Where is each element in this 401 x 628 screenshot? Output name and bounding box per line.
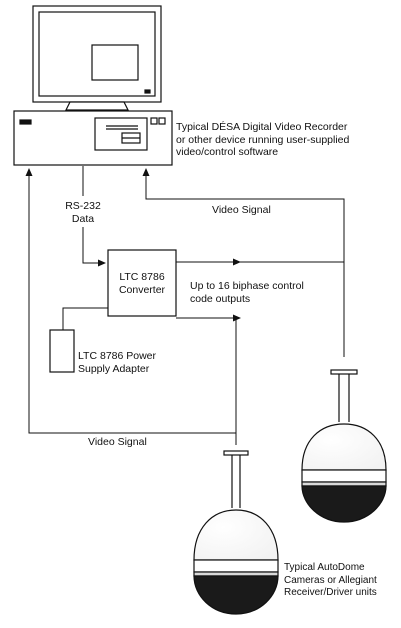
dvr-label: Typical DÉSA Digital Video Recorder or o…	[176, 121, 350, 158]
rs232-label: RS-232 Data	[60, 200, 106, 225]
video-signal-label-bottom: Video Signal	[88, 436, 147, 448]
power-adapter-label: LTC 8786 Power Supply Adapter	[78, 350, 157, 375]
video-signal-label-top: Video Signal	[212, 204, 271, 216]
cameras-label: Typical AutoDome Cameras or Allegiant Re…	[284, 562, 377, 598]
rs232-connection	[82, 166, 106, 267]
computer-case-icon	[13, 110, 173, 166]
converter-box-icon	[107, 249, 177, 317]
power-adapter-icon	[49, 307, 108, 373]
computer-monitor-icon	[32, 5, 162, 111]
outputs-label: Up to 16 biphase control code outputs	[190, 280, 304, 305]
video-signal-line-bottom	[25, 168, 237, 445]
dome-camera-icon	[193, 450, 279, 615]
dome-camera-icon	[301, 369, 387, 523]
converter-output-lines	[176, 258, 345, 445]
converter-label: LTC 8786 Converter	[118, 271, 166, 296]
